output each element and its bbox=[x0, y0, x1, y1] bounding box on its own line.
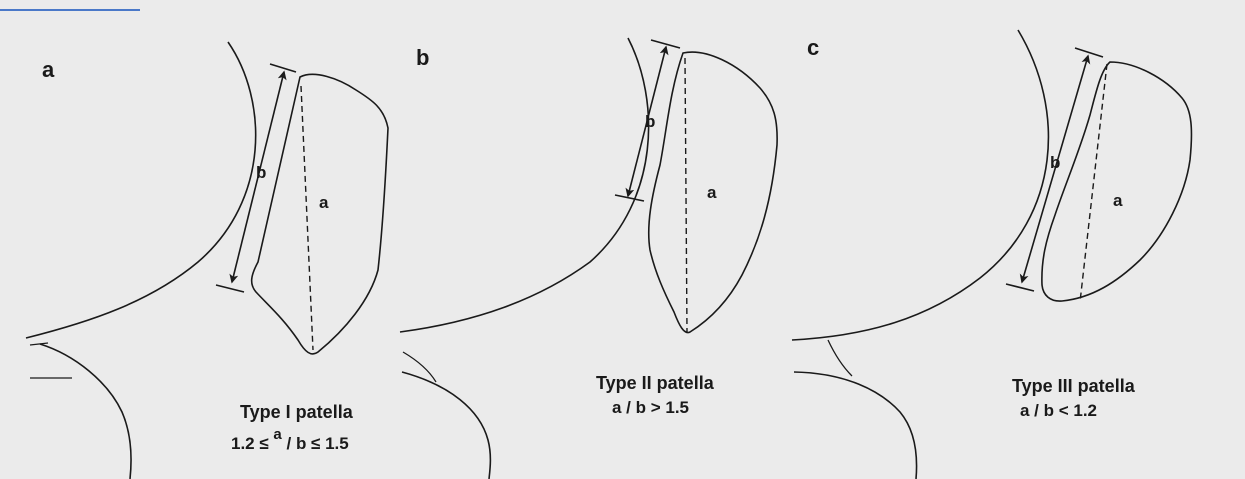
tibia-outline bbox=[40, 344, 131, 479]
type-formula: 1.2 ≤ a / b ≤ 1.5 bbox=[231, 426, 349, 453]
formula-suffix: ≤ 1.5 bbox=[306, 434, 348, 453]
tibia-plateau-line bbox=[828, 340, 852, 376]
formula-denominator: b bbox=[296, 434, 306, 453]
patella-outline bbox=[252, 74, 388, 354]
articular-tick-bottom bbox=[1006, 284, 1034, 291]
length-a-label: a bbox=[707, 183, 717, 202]
panel-b: b a b Type II patella a / b > 1.5 bbox=[400, 38, 777, 479]
panel-a: a a b Type I patella 1.2 ≤ a / b ≤ 1.5 bbox=[26, 42, 388, 479]
tibia-upper-line bbox=[30, 343, 48, 345]
panel-letter: a bbox=[42, 57, 55, 82]
formula-prefix: 1.2 ≤ bbox=[231, 434, 273, 453]
articular-tick-bottom bbox=[615, 195, 644, 201]
femur-condyle-outline bbox=[400, 38, 649, 332]
type-formula: a / b > 1.5 bbox=[612, 398, 689, 417]
patella-length-a-dash bbox=[685, 58, 687, 332]
length-a-label: a bbox=[1113, 191, 1123, 210]
articular-tick-top bbox=[1075, 48, 1103, 57]
femur-condyle-outline bbox=[792, 30, 1048, 340]
femur-condyle-outline bbox=[26, 42, 256, 338]
type-label: Type I patella bbox=[240, 402, 354, 422]
panel-letter: c bbox=[807, 35, 819, 60]
type-label: Type II patella bbox=[596, 373, 715, 393]
patella-length-a-dash bbox=[301, 86, 313, 350]
length-a-label: a bbox=[319, 193, 329, 212]
articular-tick-bottom bbox=[216, 285, 244, 292]
panel-letter: b bbox=[416, 45, 429, 70]
articular-tick-top bbox=[651, 40, 680, 48]
formula-slash: / bbox=[282, 434, 296, 453]
tibia-outline bbox=[402, 372, 490, 479]
length-b-label: b bbox=[256, 163, 266, 182]
panel-c: c a b Type III patella a / b < 1.2 bbox=[792, 30, 1191, 479]
patella-outline bbox=[1042, 62, 1192, 301]
articular-tick-top bbox=[270, 64, 296, 72]
length-b-label: b bbox=[645, 112, 655, 131]
type-formula: a / b < 1.2 bbox=[1020, 401, 1097, 420]
tibia-outline bbox=[794, 372, 917, 479]
type-label: Type III patella bbox=[1012, 376, 1136, 396]
length-b-label: b bbox=[1050, 153, 1060, 172]
